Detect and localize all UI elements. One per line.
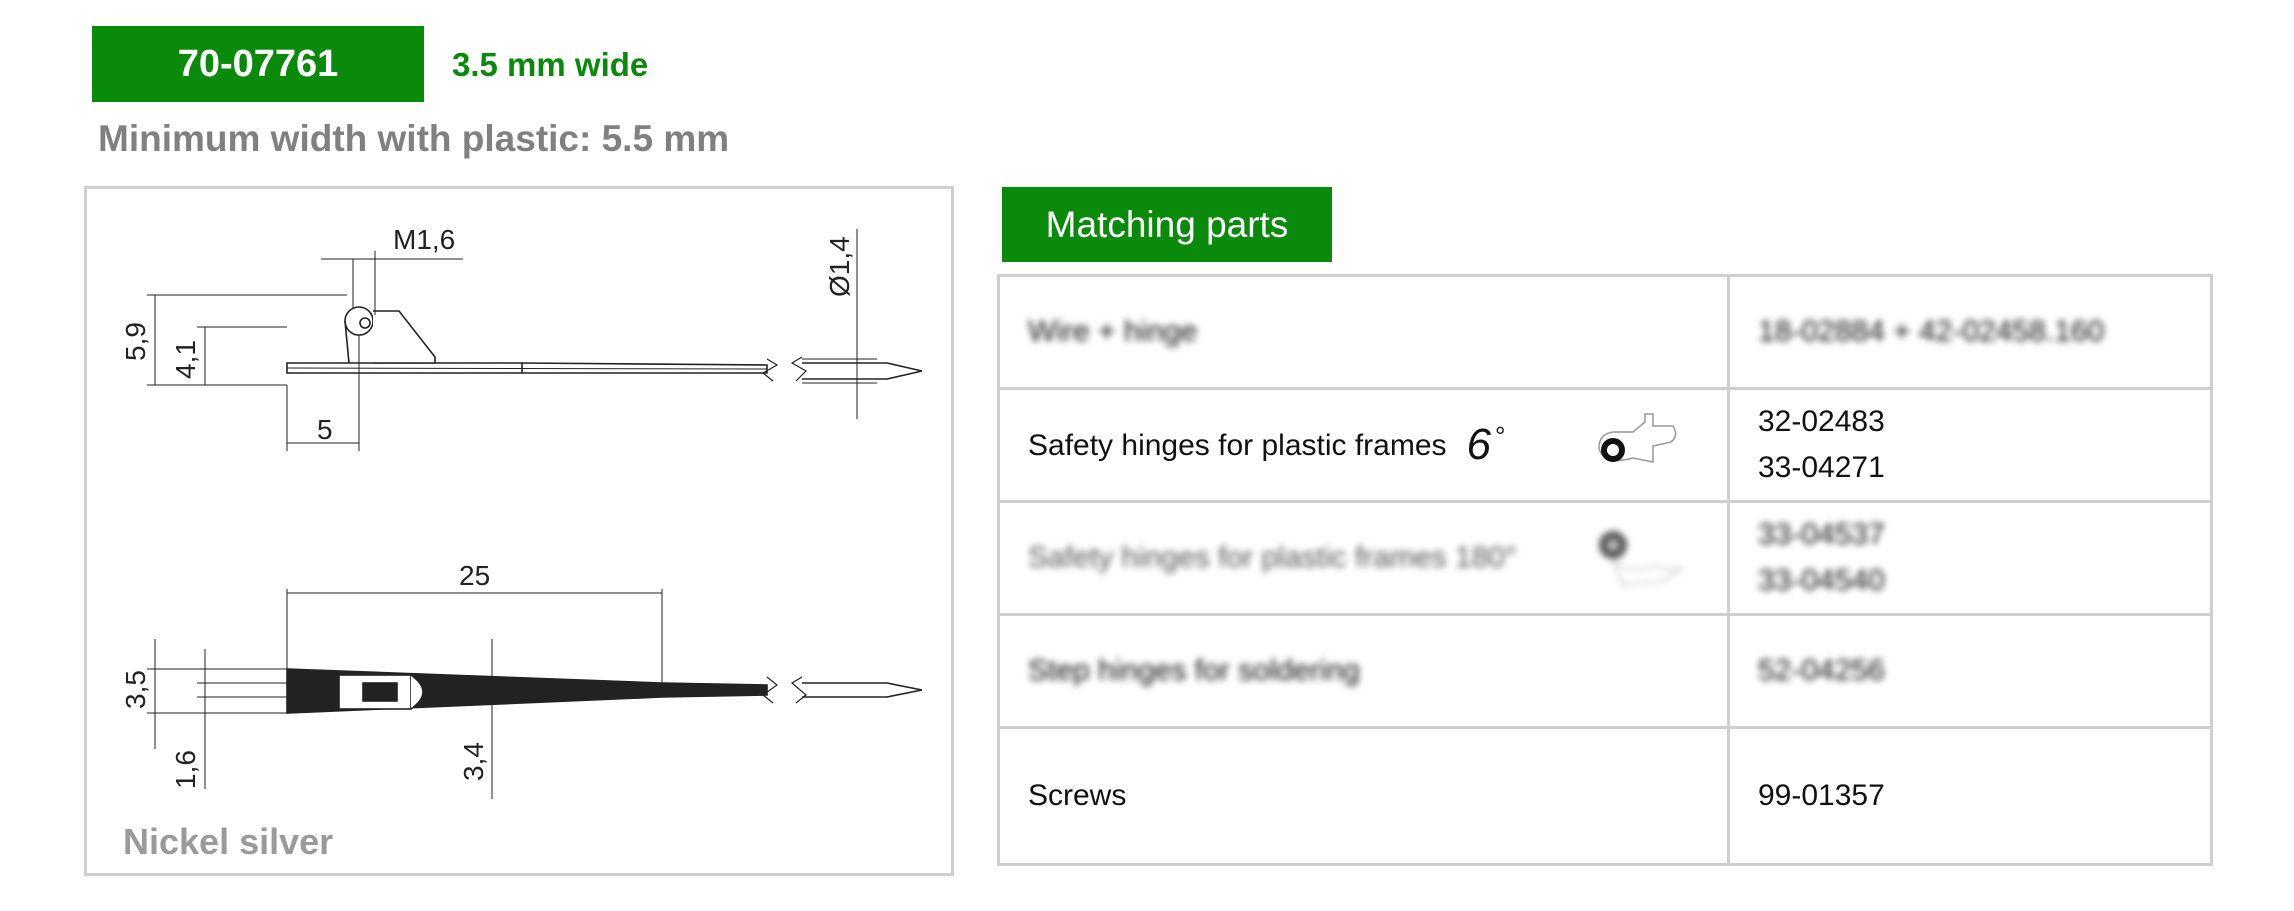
part-name: Step hinges for soldering xyxy=(997,613,1730,729)
dim-height-hinge: 4,1 xyxy=(170,340,201,379)
part-name-cell: Safety hinges for plastic frames 180° xyxy=(997,500,1730,616)
part-number: 52-04256 xyxy=(1727,613,2213,729)
part-number: 33-04537 xyxy=(1758,518,1885,551)
part-number: 32-02483 xyxy=(1758,405,1885,438)
dim-width: 3,5 xyxy=(120,670,151,709)
degree-value: 6 xyxy=(1466,420,1492,469)
drawing-svg: M1,6 5,9 4,1 5 Ø1,4 25 3 xyxy=(120,224,923,799)
part-name: Safety hinges for plastic frames 180° xyxy=(1028,541,1517,574)
side-view-labels: M1,6 5,9 4,1 5 Ø1,4 xyxy=(120,224,855,445)
part-number: 18-02884 + 42-02458.160 xyxy=(1727,274,2213,390)
table-row: Wire + hinge 18-02884 + 42-02458.160 xyxy=(997,274,2213,390)
part-name: Safety hinges for plastic frames xyxy=(1028,429,1447,462)
part-number: 99-01357 xyxy=(1727,726,2213,866)
table-row: Safety hinges for plastic frames 6° 32-02… xyxy=(997,387,2213,503)
degree-mark: ° xyxy=(1495,421,1506,451)
matching-parts-title: Matching parts xyxy=(1002,187,1332,262)
top-view-labels: 25 3,5 1,6 3,4 xyxy=(120,560,490,789)
dim-diameter: Ø1,4 xyxy=(824,236,855,297)
part-name-cell: Safety hinges for plastic frames 6° xyxy=(997,387,1730,503)
part-name: Screws xyxy=(997,726,1730,866)
side-view xyxy=(147,229,923,451)
dim-thread: M1,6 xyxy=(393,224,455,255)
safety-hinge-180-icon xyxy=(1599,531,1684,586)
matching-parts-table: Wire + hinge 18-02884 + 42-02458.160 Saf… xyxy=(997,274,2213,866)
dim-thickness-a: 1,6 xyxy=(170,750,201,789)
dim-length: 25 xyxy=(459,560,490,591)
dim-thickness-b: 3,4 xyxy=(458,742,489,781)
width-label: 3.5 mm wide xyxy=(452,46,649,83)
safety-hinge-icon xyxy=(1598,413,1677,463)
part-number: 33-04271 xyxy=(1758,451,1885,484)
table-row: Safety hinges for plastic frames 180° 33… xyxy=(997,500,2213,616)
min-width-label: Minimum width with plastic: 5.5 mm xyxy=(98,118,730,159)
dim-offset: 5 xyxy=(317,414,333,445)
part-numbers-cell: 32-02483 33-04271 xyxy=(1727,387,2213,503)
dim-height-total: 5,9 xyxy=(120,322,151,361)
table-row: Screws 99-01357 xyxy=(997,726,2213,866)
part-number-badge: 70-07761 xyxy=(92,26,424,102)
table-row: Step hinges for soldering 52-04256 xyxy=(997,613,2213,729)
part-number: 33-04540 xyxy=(1758,564,1885,597)
part-numbers-cell: 33-04537 33-04540 xyxy=(1727,500,2213,616)
material-label: Nickel silver xyxy=(123,821,334,862)
top-view xyxy=(147,589,923,799)
technical-drawing: M1,6 5,9 4,1 5 Ø1,4 25 3 xyxy=(84,186,954,876)
part-name: Wire + hinge xyxy=(997,274,1730,390)
